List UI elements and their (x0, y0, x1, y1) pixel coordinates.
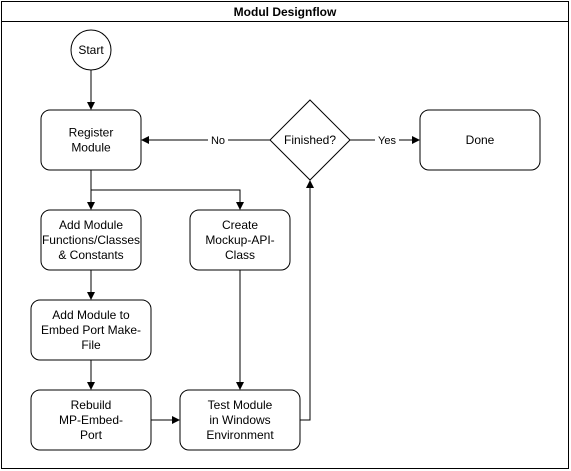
node-label-line: Finished? (284, 133, 336, 147)
yes-label-bg (375, 133, 399, 147)
node-label-line: Done (466, 133, 495, 147)
edges (87, 70, 420, 424)
node-label-line: File (81, 338, 101, 352)
node-done: Done (419, 109, 541, 171)
node-label-line: Start (78, 43, 104, 57)
no-label-bg (208, 133, 228, 147)
node-label-line: Register (69, 126, 114, 140)
edge-label-yes: Yes (378, 135, 396, 147)
node-start: Start (70, 29, 112, 71)
node-label-line: Port (80, 428, 103, 442)
edge-test-to-finished (300, 180, 314, 421)
node-start-text: Start (78, 43, 104, 57)
node-label-line: Add Module (59, 218, 123, 232)
node-finished-text: Finished? (284, 133, 336, 147)
node-label-line: Test Module (208, 398, 273, 412)
node-label-line: Class (225, 248, 255, 262)
node-label-line: MP-Embed- (59, 413, 123, 427)
node-label-line: Mockup-API- (205, 233, 274, 247)
node-label-line: Module (71, 141, 111, 155)
node-label-line: & Constants (58, 248, 123, 262)
node-label-line: Rebuild (71, 398, 112, 412)
node-finished-decision: Finished? (269, 99, 351, 181)
node-done-text: Done (466, 133, 495, 147)
node-label-line: Add Module to (52, 308, 130, 322)
node-label-line: Embed Port Make- (41, 323, 141, 337)
diagram-title: Modul Designflow (2, 2, 568, 22)
node-label-line: Create (222, 218, 258, 232)
node-label-line: Functions/Classes (42, 233, 140, 247)
edge-register-to-create-mockup (91, 189, 244, 210)
node-label-line: in Windows (209, 413, 270, 427)
node-label-line: Environment (206, 428, 274, 442)
edge-label-no: No (211, 135, 225, 147)
